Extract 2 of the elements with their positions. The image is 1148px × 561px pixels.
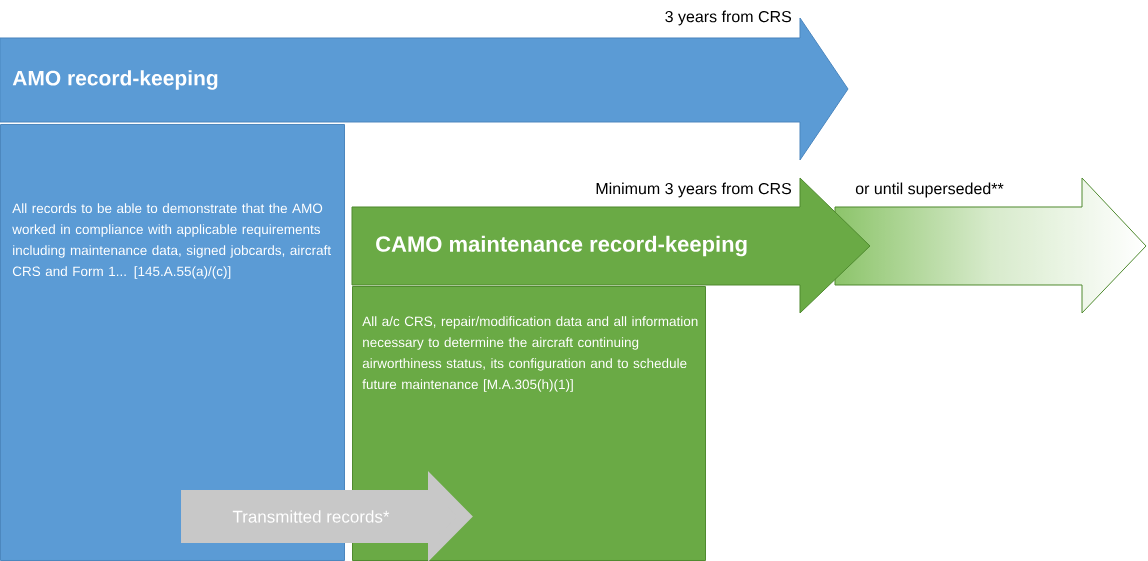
period-band: or until superseded** bbox=[834, 177, 1147, 314]
node-label: All a/c CRS, repair/modification data and all information necessary to determine the aircraft continuing airworthiness status, its configuration and to schedule future maintenance [M.A.305(h)(1)] bbox=[362, 316, 698, 392]
